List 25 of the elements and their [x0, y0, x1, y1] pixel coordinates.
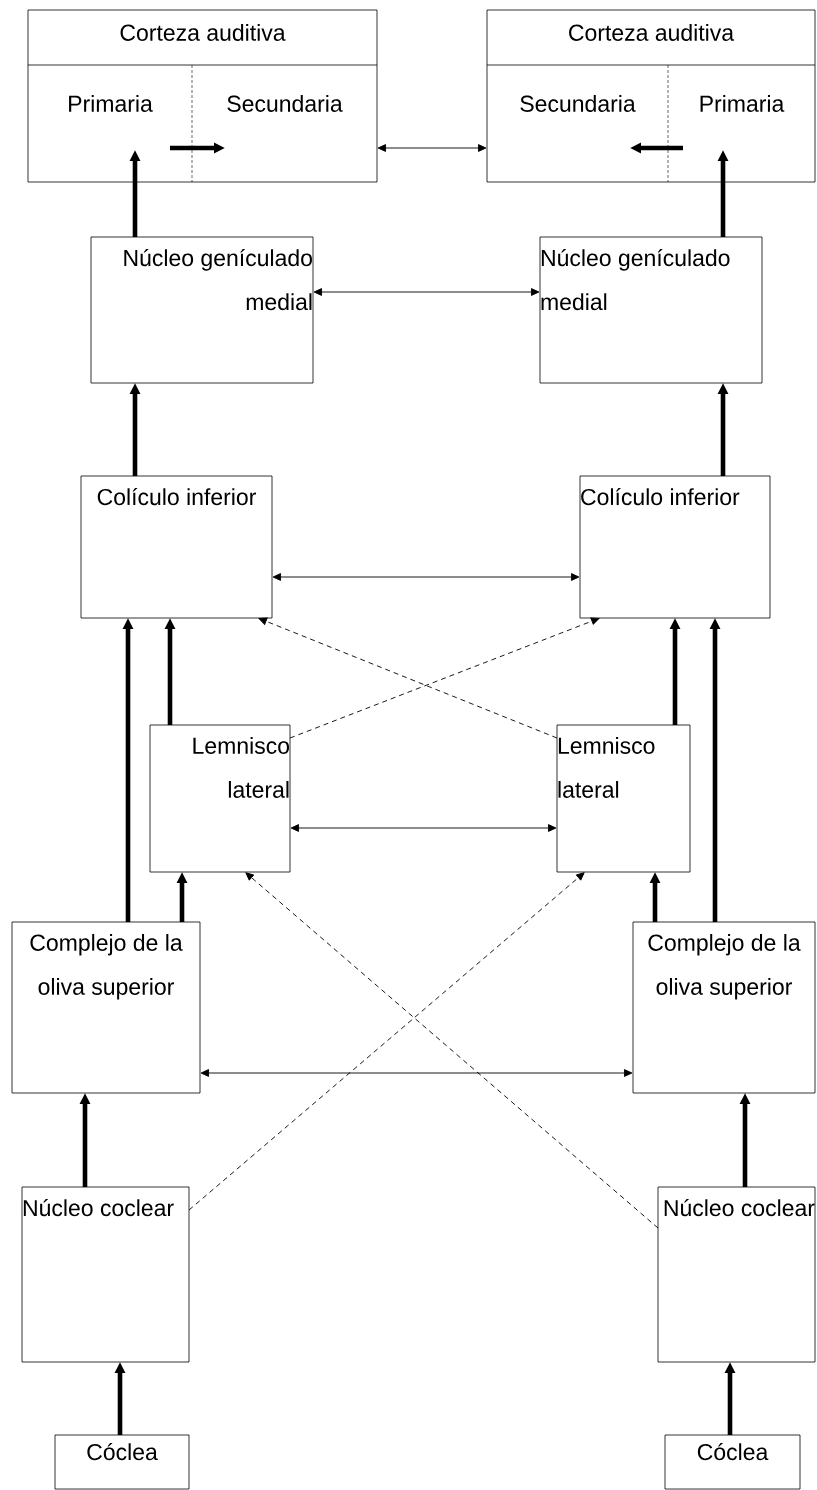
nucleus-box: Colículo inferior	[579, 475, 771, 619]
nucleus-box: Colículo inferior	[80, 475, 273, 619]
arrow	[258, 617, 558, 739]
arrow	[188, 872, 585, 1211]
nucleus-box: Lemnisco lateral	[556, 724, 691, 873]
arrow	[272, 573, 580, 581]
region-label: Primaria	[700, 95, 785, 112]
nucleus-box: Núcleo coclear	[657, 1186, 816, 1363]
region-label: Secundaria	[227, 95, 343, 112]
region-label: Primaria	[69, 95, 153, 112]
arrow	[377, 144, 487, 152]
nucleus-box: Núcleo genículado medial	[539, 236, 763, 384]
arrow	[313, 288, 540, 296]
nucleus-box: Complejo de la oliva superior	[632, 921, 816, 1094]
nucleus-box: Complejo de la oliva superior	[11, 921, 201, 1094]
nucleus-box: Núcleo genículado medial	[90, 236, 314, 384]
region-label: Secundaria	[520, 95, 636, 112]
arrow	[245, 872, 659, 1229]
cochlea-box: Cóclea	[54, 1434, 190, 1490]
arrow	[290, 824, 557, 832]
cochlea-box: Cóclea	[664, 1434, 801, 1490]
nucleus-box: Lemnisco lateral	[149, 724, 291, 873]
arrow	[289, 617, 600, 739]
arrow	[200, 1069, 633, 1077]
nucleus-box: Núcleo coclear	[21, 1186, 190, 1363]
